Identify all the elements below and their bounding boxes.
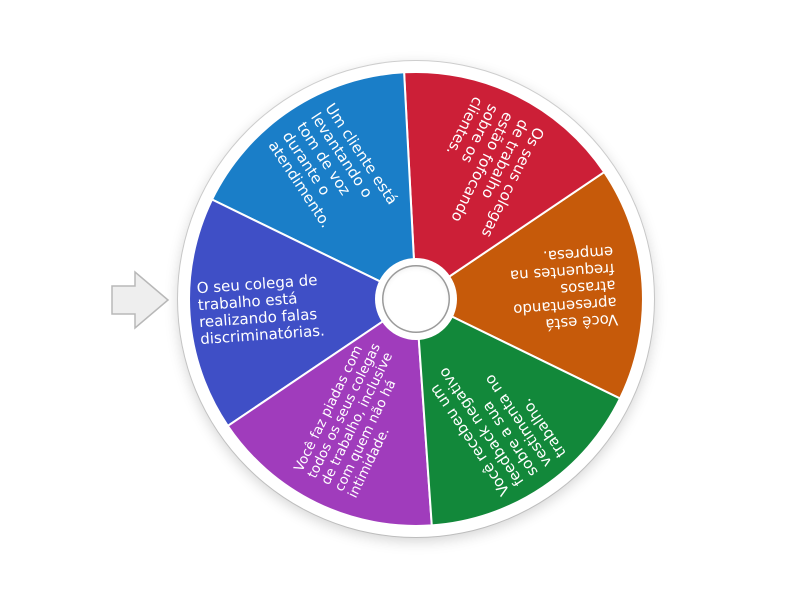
wheel-segments[interactable] <box>178 61 654 537</box>
pointer-arrow-icon <box>111 270 170 330</box>
segment-orange[interactable] <box>414 170 644 400</box>
segment-blue[interactable] <box>210 71 418 301</box>
segment-purple[interactable] <box>226 297 433 527</box>
segment-text: Você está apresentando atrasos frequente… <box>509 242 619 334</box>
segment-red[interactable] <box>403 70 606 301</box>
hub-circle-icon[interactable] <box>382 265 450 333</box>
segment-green[interactable] <box>414 297 622 527</box>
segment-indigo[interactable] <box>188 198 418 428</box>
segment-text: O seu colega de trabalho está realizando… <box>196 270 326 349</box>
